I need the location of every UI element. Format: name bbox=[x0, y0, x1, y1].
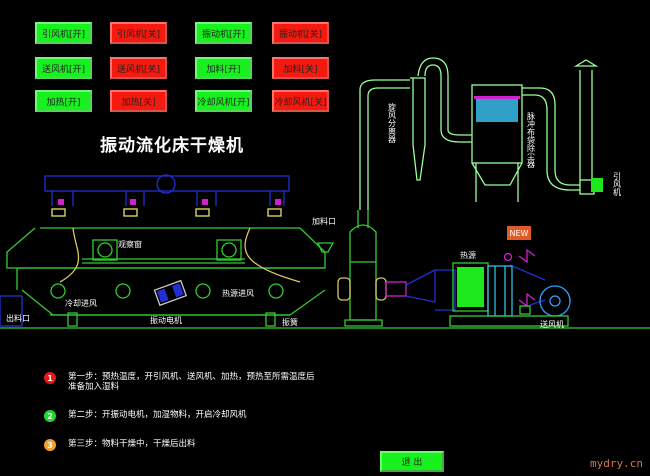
observation-window-label: 观察窗 bbox=[118, 239, 142, 249]
filter-bags bbox=[476, 98, 518, 122]
spring-label: 振簧 bbox=[282, 317, 298, 327]
cooling-inlet-label: 冷却进风 bbox=[65, 298, 97, 308]
exit-button[interactable]: 退 出 bbox=[380, 451, 444, 472]
heat-source-label: 热源 bbox=[460, 250, 476, 260]
cooling-fan-off-button[interactable]: 冷却风机[关] bbox=[272, 90, 329, 112]
cyclone-label: 旋风分离器 bbox=[388, 102, 397, 144]
ducting bbox=[359, 57, 599, 210]
vibrator-off-button[interactable]: 振动机[关] bbox=[272, 22, 329, 44]
hot-air-inlet-label: 热源进风 bbox=[222, 288, 254, 298]
feed-on-button[interactable]: 加料[开] bbox=[195, 57, 252, 79]
blower-off-button[interactable]: 送风机[关] bbox=[110, 57, 167, 79]
heat-source-unit bbox=[457, 267, 484, 307]
step-3-badge: 3 bbox=[44, 439, 56, 451]
vibration-beam bbox=[44, 174, 290, 206]
page-title: 振动流化床干燥机 bbox=[100, 136, 244, 156]
step-3-text: 第三步：物料干燥中，干燥后出料 bbox=[68, 439, 196, 449]
vibrator-on-button[interactable]: 振动机[开] bbox=[195, 22, 252, 44]
step-3: 3 第三步：物料干燥中，干燥后出料 bbox=[44, 439, 318, 451]
step-2-badge: 2 bbox=[44, 410, 56, 422]
vibration-motor bbox=[153, 279, 188, 307]
induced-fan-label: 引风机 bbox=[613, 172, 622, 197]
cooling-fan-on-button[interactable]: 冷却风机[开] bbox=[195, 90, 252, 112]
dryer-body bbox=[6, 227, 326, 327]
outlet-label: 出料口 bbox=[6, 313, 30, 323]
step-1: 1 第一步：预热温度，开引风机、送风机、加热，预热至所需温度后准备加入湿料 bbox=[44, 372, 318, 392]
blower-label: 送风机 bbox=[540, 319, 564, 329]
cyclone-tower bbox=[344, 210, 383, 327]
induced-fan-on-button[interactable]: 引风机[开] bbox=[35, 22, 92, 44]
heating-on-button[interactable]: 加热[开] bbox=[35, 90, 92, 112]
blower-on-button[interactable]: 送风机[开] bbox=[35, 57, 92, 79]
spring-markers bbox=[58, 199, 281, 205]
bag-filter-label: 脉冲布袋除尘器 bbox=[527, 111, 536, 169]
new-badge bbox=[507, 226, 531, 240]
watermark: mydry.cn bbox=[590, 457, 643, 470]
induced-fan-motor bbox=[591, 178, 603, 192]
new-badge-text: NEW bbox=[510, 229, 529, 238]
step-2-text: 第二步：开振动电机，加湿物料，开启冷却风机 bbox=[68, 410, 247, 420]
air-duct bbox=[405, 264, 546, 311]
vibration-motor-label: 振动电机 bbox=[150, 315, 182, 325]
feed-inlet-label: 加料口 bbox=[312, 216, 336, 226]
springs bbox=[51, 208, 282, 217]
step-2: 2 第二步：开振动电机，加湿物料，开启冷却风机 bbox=[44, 410, 318, 422]
feed-off-button[interactable]: 加料[关] bbox=[272, 57, 329, 79]
outlet-box bbox=[0, 295, 23, 327]
induced-fan-off-button[interactable]: 引风机[关] bbox=[110, 22, 167, 44]
step-1-text: 第一步：预热温度，开引风机、送风机、加热，预热至所需温度后准备加入湿料 bbox=[68, 372, 315, 392]
step-1-badge: 1 bbox=[44, 372, 56, 384]
heating-off-button[interactable]: 加热[关] bbox=[110, 90, 167, 112]
